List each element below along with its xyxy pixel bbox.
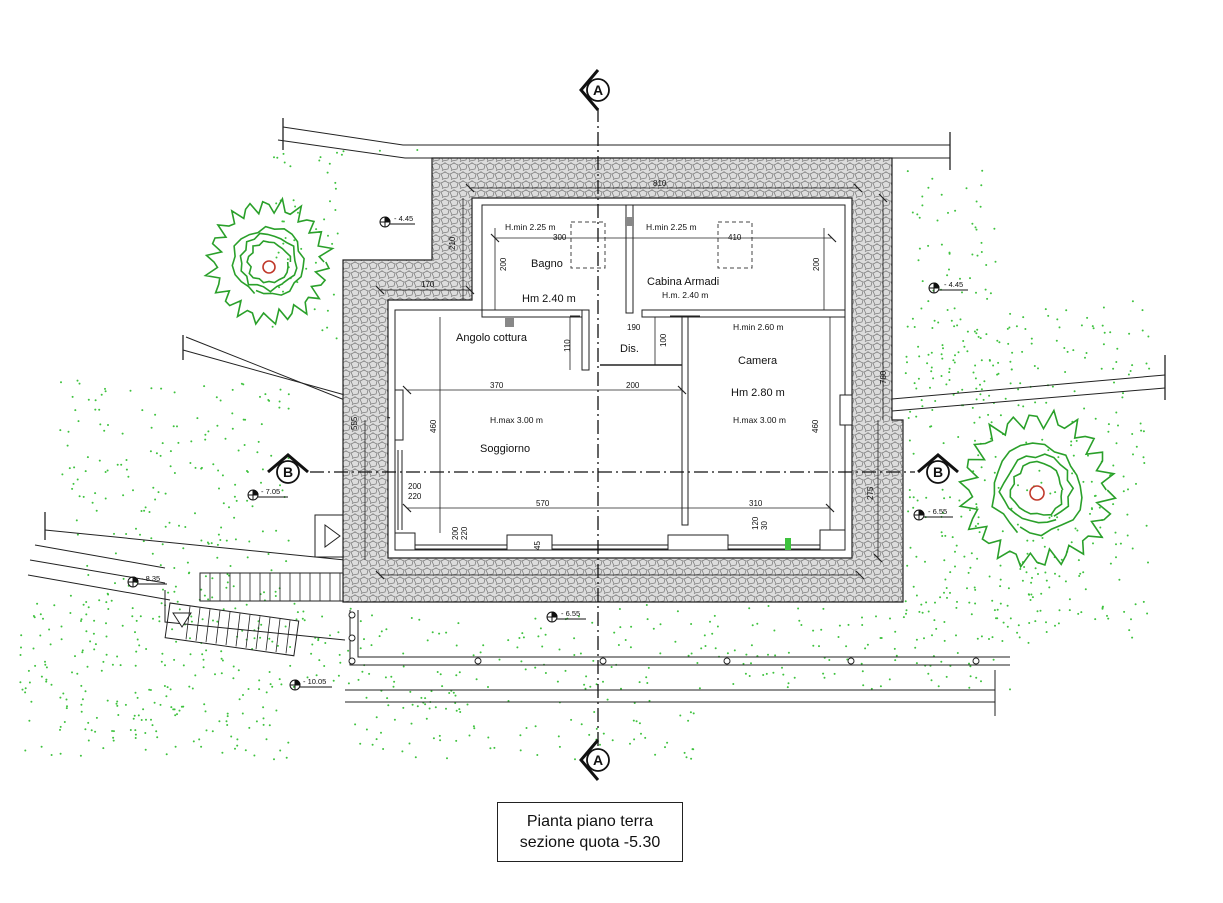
dim-45: 45 [533, 541, 542, 550]
section-label: B [933, 464, 943, 480]
room-label-dis: Dis. [620, 343, 639, 355]
path-posts [348, 611, 980, 665]
dim-170: 170 [421, 280, 435, 289]
stair-steps [185, 573, 341, 654]
room-label-cabina-armadi: Cabina Armadi [647, 276, 719, 288]
windows [397, 315, 820, 550]
section-marker-a-bottom: A [579, 739, 610, 781]
level-label: - 4.45 [394, 214, 413, 223]
dim-200-dis: 200 [626, 381, 640, 390]
dimension-lines [364, 187, 884, 576]
column-marker [625, 217, 634, 226]
room-label-bagno: Bagno [531, 258, 563, 270]
level-label: - 7.05 [261, 487, 280, 496]
section-label: B [283, 464, 293, 480]
section-marker-a-top: A [579, 69, 610, 111]
dim-190: 190 [627, 323, 641, 332]
dim-310: 310 [749, 499, 763, 508]
exterior-wall [342, 157, 904, 603]
dim-570: 570 [536, 499, 550, 508]
terrain-lines [27, 118, 1166, 716]
soggiorno-hmax: H.max 3.00 m [490, 415, 543, 425]
tree-left [203, 196, 335, 326]
dim-120: 120 [751, 516, 760, 530]
dim-200-bagno: 200 [499, 257, 508, 271]
caption-title: Pianta piano terra [526, 813, 654, 830]
dim-410: 410 [728, 233, 742, 242]
section-marker-b-right: B [917, 453, 959, 484]
dim-200-vertical: 200 [451, 526, 460, 540]
section-label: A [593, 82, 603, 98]
room-label-camera: Camera [738, 355, 778, 367]
camera-hmin: H.min 2.60 m [733, 322, 784, 332]
tree-right [957, 408, 1118, 569]
camera-hmax: H.max 3.00 m [733, 415, 786, 425]
level-label: - 8.35 [141, 574, 160, 583]
dim-110: 110 [563, 339, 572, 352]
dim-200-soggiorno: 200 [408, 482, 422, 491]
level-label: - 10.05 [303, 677, 326, 686]
room-label-angolo-cottura: Angolo cottura [456, 332, 528, 344]
dim-210: 210 [448, 236, 457, 250]
level-marker-icon [928, 282, 968, 294]
exterior-stairs [164, 514, 344, 657]
level-marker-icon [247, 489, 288, 501]
section-axis-lines [310, 108, 915, 748]
drawing-caption: Pianta piano terra sezione quota -5.30 [497, 802, 683, 862]
caption-subtitle: sezione quota -5.30 [519, 834, 661, 851]
dim-555: 555 [350, 416, 359, 430]
bagno-hm: Hm 2.40 m [522, 293, 576, 305]
dim-30: 30 [760, 521, 769, 530]
column-marker [505, 318, 514, 327]
dim-220-vertical: 220 [460, 526, 469, 540]
dim-370: 370 [490, 381, 504, 390]
level-label: - 6.55 [928, 507, 947, 516]
section-marker-b-left: B [267, 453, 309, 484]
dim-460-right: 460 [811, 419, 820, 433]
level-markers [127, 216, 968, 691]
level-marker-icon [379, 216, 415, 228]
cabina-hm: H.m. 2.40 m [662, 290, 708, 300]
level-marker-icon [289, 679, 332, 691]
level-label: - 4.45 [944, 280, 963, 289]
level-marker-icon [127, 576, 167, 588]
level-marker-icon [913, 509, 953, 521]
dim-275: 275 [866, 486, 875, 500]
cabina-hmin: H.min 2.25 m [646, 222, 697, 232]
dim-810: 810 [653, 179, 667, 188]
dim-300: 300 [553, 233, 567, 242]
level-marker-icon [546, 611, 586, 623]
dim-780: 780 [879, 370, 888, 384]
dim-460-left: 460 [429, 419, 438, 433]
fixtures [570, 221, 753, 269]
bagno-hmin: H.min 2.25 m [505, 222, 556, 232]
dim-200-cabina: 200 [812, 257, 821, 271]
dim-220-soggiorno: 220 [408, 492, 422, 501]
level-label: - 6.55 [561, 609, 580, 618]
section-label: A [593, 752, 603, 768]
dimension-ticks [375, 183, 888, 580]
room-label-soggiorno: Soggiorno [480, 443, 530, 455]
dim-100: 100 [659, 333, 668, 347]
camera-hm: Hm 2.80 m [731, 387, 785, 399]
interior-walls [394, 204, 853, 551]
